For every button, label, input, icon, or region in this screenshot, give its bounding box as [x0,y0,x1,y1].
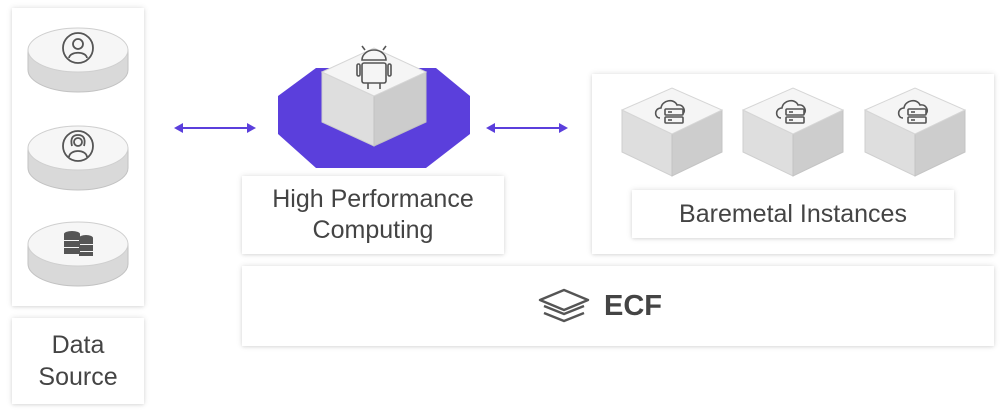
arrow-data-source-hpc [174,123,256,133]
cloud-server-icon [654,99,685,124]
user-female-icon [62,130,94,162]
hpc-label-box [242,176,504,254]
cloud-server-icon [897,99,928,124]
user-icon [62,32,94,64]
cloud-server-icon [775,99,806,124]
arrow-hpc-baremetal [486,123,568,133]
data-source-label: Data Source [12,318,144,404]
data-source-label-line2: Source [38,363,118,391]
baremetal-instance-1 [620,87,724,177]
baremetal-instance-2 [741,87,845,177]
data-source-label-line1: Data [51,331,105,359]
hpc-label-line1: High Performance [272,185,474,213]
ecf-panel [242,266,994,346]
data-source-user-female-disc [27,125,129,191]
hpc-cube-top [320,47,428,97]
data-source-user-disc [27,27,129,93]
baremetal-label-box [632,190,954,238]
baremetal-label: Baremetal Instances [679,199,907,228]
layers-icon [538,288,590,323]
data-source-label-box [12,318,144,404]
data-source-database-disc [27,221,129,287]
database-icon [64,231,93,256]
ecf-label: ECF [604,289,662,322]
baremetal-instance-3 [863,87,967,177]
hpc-label-line2: Computing [312,216,434,244]
android-icon [356,45,392,89]
hpc-label: High Performance Computing [242,176,504,254]
hpc-platform [278,45,470,168]
